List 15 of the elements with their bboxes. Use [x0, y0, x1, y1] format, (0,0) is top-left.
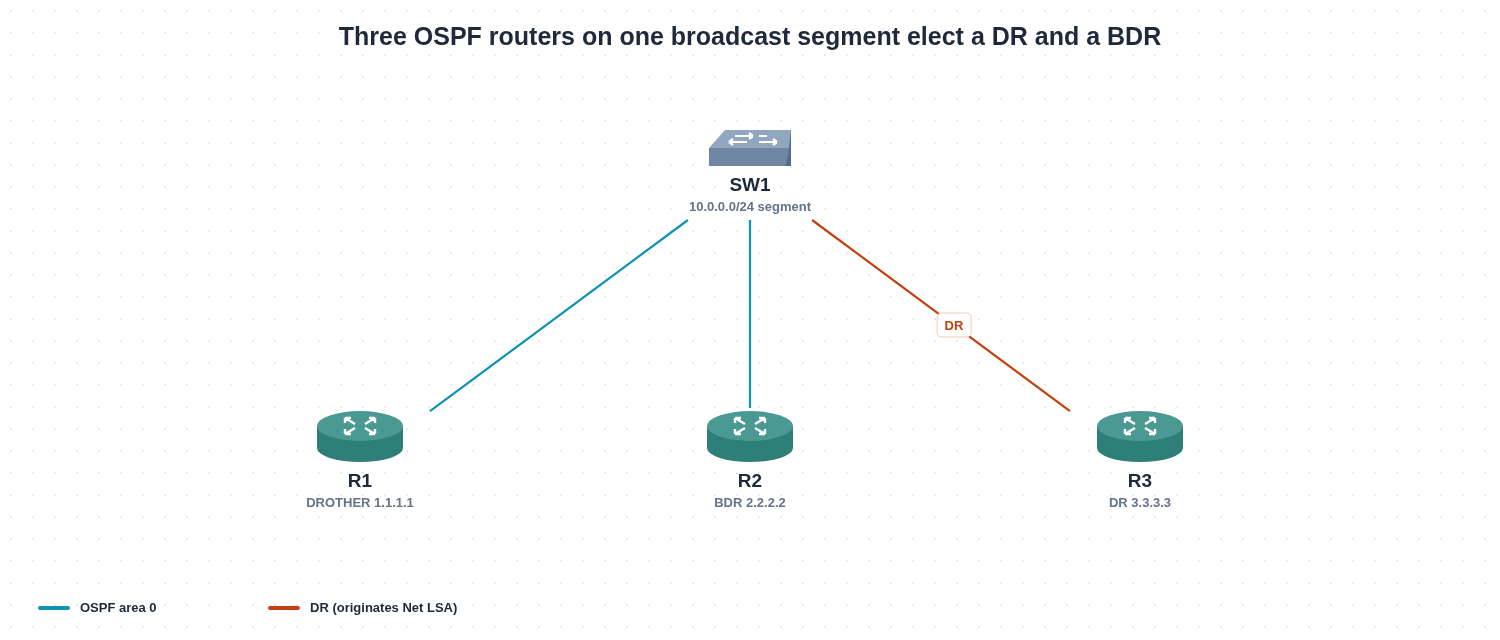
edge-label: DR — [936, 312, 972, 338]
link-line — [748, 220, 752, 408]
device-name: SW1 — [729, 174, 771, 196]
device-name: R2 — [737, 470, 763, 492]
device-role: BDR 2.2.2.2 — [714, 495, 786, 510]
device-name: R3 — [1127, 470, 1153, 492]
link-line — [811, 219, 1071, 412]
link-line — [429, 219, 689, 412]
legend-text: OSPF area 0 — [80, 600, 157, 615]
diagram-title: Three OSPF routers on one broadcast segment elect a DR and a BDR — [337, 22, 1163, 51]
device-name: R1 — [347, 470, 373, 492]
legend-text: DR (originates Net LSA) — [310, 600, 458, 615]
device-role: DROTHER 1.1.1.1 — [306, 495, 414, 510]
device-role: 10.0.0.0/24 segment — [688, 199, 812, 214]
device-role: DR 3.3.3.3 — [1108, 495, 1172, 510]
